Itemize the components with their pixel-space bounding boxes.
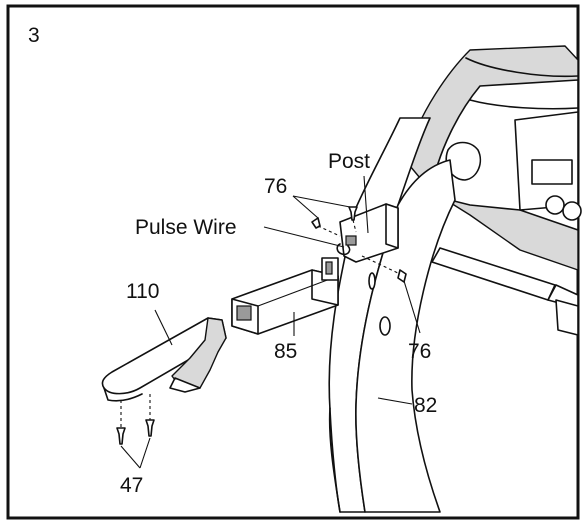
- console-button-icon: [545, 195, 565, 215]
- label-post: Post: [328, 150, 370, 173]
- console-screen: [531, 159, 573, 185]
- upright-hole: [368, 272, 376, 290]
- screw-icon: [116, 427, 126, 445]
- screw-icon: [145, 419, 155, 437]
- label-screw-lower: 76: [408, 340, 431, 363]
- label-pulse-wire: Pulse Wire: [135, 216, 237, 239]
- label-tube: 85: [274, 340, 297, 363]
- tube-part: [231, 257, 339, 335]
- leader-lines: [120, 175, 421, 469]
- label-upright: 82: [414, 394, 437, 417]
- label-bottom-screws: 47: [120, 474, 143, 497]
- post-screws: [311, 206, 407, 283]
- upright-frame: [328, 117, 456, 513]
- label-screw-upper: 76: [264, 175, 287, 198]
- screw-icon: [311, 217, 321, 229]
- screw-icon: [348, 206, 358, 221]
- label-handle: 110: [126, 280, 159, 303]
- handle-part: [101, 317, 227, 402]
- console: [404, 45, 582, 271]
- step-number: 3: [28, 24, 40, 47]
- console-button-icon: [562, 201, 582, 221]
- pulse-wire: [336, 243, 351, 256]
- side-handrail: [431, 247, 579, 336]
- upright-hole: [379, 316, 391, 336]
- bottom-screws: [116, 394, 155, 445]
